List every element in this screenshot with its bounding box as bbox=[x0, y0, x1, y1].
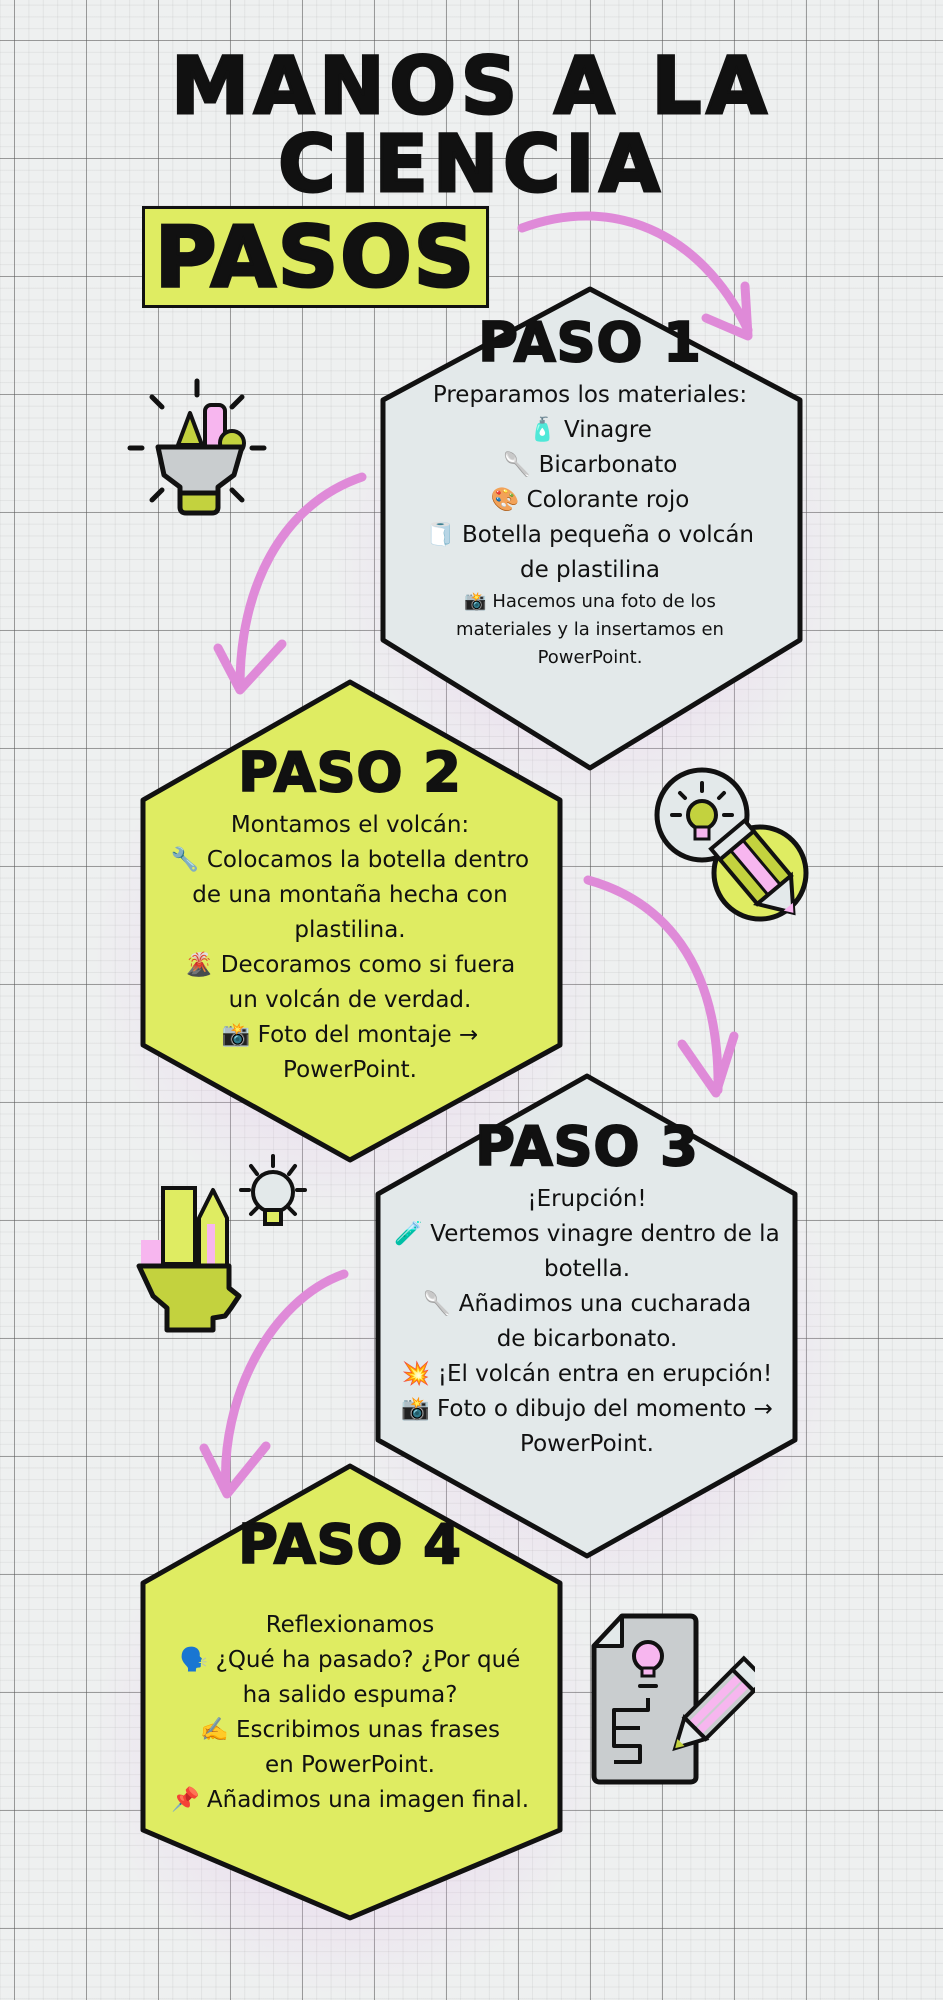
step-2-card: PASO 2 Montamos el volcán: 🔧 Colocamos l… bbox=[160, 741, 540, 1088]
step-3-item: 🧪 Vertemos vinagre dentro de la botella. bbox=[394, 1221, 780, 1282]
palette-icon: 🎨 bbox=[490, 487, 520, 513]
hexagon-step-4 bbox=[140, 1463, 563, 1921]
section-label-box: PASOS bbox=[142, 206, 489, 308]
volcano-icon: 🌋 bbox=[184, 952, 214, 978]
writing-hand-icon: ✍️ bbox=[199, 1717, 229, 1743]
document-idea-pencil-icon bbox=[591, 1613, 755, 1785]
step-2-item: 📸 Foto del montaje → PowerPoint. bbox=[221, 1022, 479, 1083]
curved-arrow-1 bbox=[517, 211, 753, 335]
step-4-item: ✍️ Escribimos unas frases en PowerPoint. bbox=[199, 1717, 501, 1778]
hexagon-step-1 bbox=[380, 286, 803, 771]
curved-arrow-2 bbox=[235, 472, 367, 690]
curved-arrow-2-head bbox=[213, 639, 287, 695]
camera-flash-icon: 📸 bbox=[464, 591, 487, 612]
section-label: PASOS bbox=[153, 208, 477, 306]
step-4-intro: Reflexionamos bbox=[265, 1612, 435, 1638]
step-1-item: 🧴 Vinagre bbox=[528, 417, 652, 443]
page-title: MANOS A LA CIENCIA bbox=[170, 42, 772, 210]
step-4-title: PASO 4 bbox=[237, 1513, 462, 1576]
step-1-item: 🥄 Bicarbonato bbox=[502, 452, 678, 478]
step-3-title: PASO 3 bbox=[474, 1115, 699, 1178]
lightbulb-pencil-icon bbox=[654, 767, 809, 922]
test-tube-icon: 🧪 bbox=[394, 1221, 423, 1247]
step-3-item: 💥 ¡El volcán entra en erupción! bbox=[401, 1361, 773, 1387]
step-4-item: 📌 Añadimos una imagen final. bbox=[170, 1787, 530, 1813]
step-1-note: 📸 Hacemos una foto de los materiales y l… bbox=[456, 591, 724, 668]
step-2-item: 🌋 Decoramos como si fuera un volcán de v… bbox=[184, 952, 516, 1013]
step-3-card: PASO 3 ¡Erupción! 🧪 Vertemos vinagre den… bbox=[392, 1115, 782, 1462]
wrench-icon: 🔧 bbox=[170, 847, 200, 873]
step-2-item: 🔧 Colocamos la botella dentro de una mon… bbox=[170, 847, 530, 943]
hexagon-step-2 bbox=[140, 679, 563, 1163]
spoon-icon: 🥄 bbox=[422, 1291, 452, 1317]
step-1-card: PASO 1 Preparamos los materiales: 🧴 Vina… bbox=[400, 311, 780, 672]
step-2-intro: Montamos el volcán: bbox=[230, 812, 470, 838]
curved-arrow-3-head bbox=[677, 1031, 739, 1098]
curved-arrow-1-head bbox=[701, 281, 753, 341]
step-1-intro: Preparamos los materiales: bbox=[432, 382, 748, 408]
step-4-card: PASO 4 Reflexionamos 🗣️ ¿Qué ha pasado? … bbox=[160, 1513, 540, 1818]
step-1-item: 🧻 Botella pequeña o volcán de plastilina bbox=[426, 522, 754, 583]
spoon-icon: 🥄 bbox=[502, 452, 532, 478]
step-1-item: 🎨 Colorante rojo bbox=[490, 487, 690, 513]
step-1-title: PASO 1 bbox=[477, 311, 702, 374]
speaking-head-icon: 🗣️ bbox=[179, 1647, 209, 1673]
step-3-item: 📸 Foto o dibujo del momento → PowerPoint… bbox=[401, 1396, 773, 1457]
step-4-item: 🗣️ ¿Qué ha pasado? ¿Por qué ha salido es… bbox=[179, 1647, 521, 1708]
camera-flash-icon: 📸 bbox=[221, 1022, 251, 1048]
curved-arrow-3 bbox=[583, 875, 723, 1095]
camera-flash-icon: 📸 bbox=[401, 1396, 430, 1422]
collision-icon: 💥 bbox=[401, 1361, 431, 1387]
roll-icon: 🧻 bbox=[426, 522, 455, 548]
pushpin-icon: 📌 bbox=[170, 1787, 200, 1813]
step-3-item: 🥄 Añadimos una cucharada de bicarbonato. bbox=[422, 1291, 752, 1352]
step-2-title: PASO 2 bbox=[237, 741, 462, 804]
lotion-bottle-icon: 🧴 bbox=[528, 417, 557, 443]
hexagon-step-3 bbox=[375, 1073, 798, 1559]
lightbulb-funnel-tools-icon bbox=[127, 378, 267, 516]
head-tools-lightbulb-icon bbox=[136, 1154, 307, 1333]
curved-arrow-4-head bbox=[199, 1441, 271, 1499]
curved-arrow-4 bbox=[221, 1269, 349, 1495]
step-3-intro: ¡Erupción! bbox=[527, 1186, 647, 1212]
